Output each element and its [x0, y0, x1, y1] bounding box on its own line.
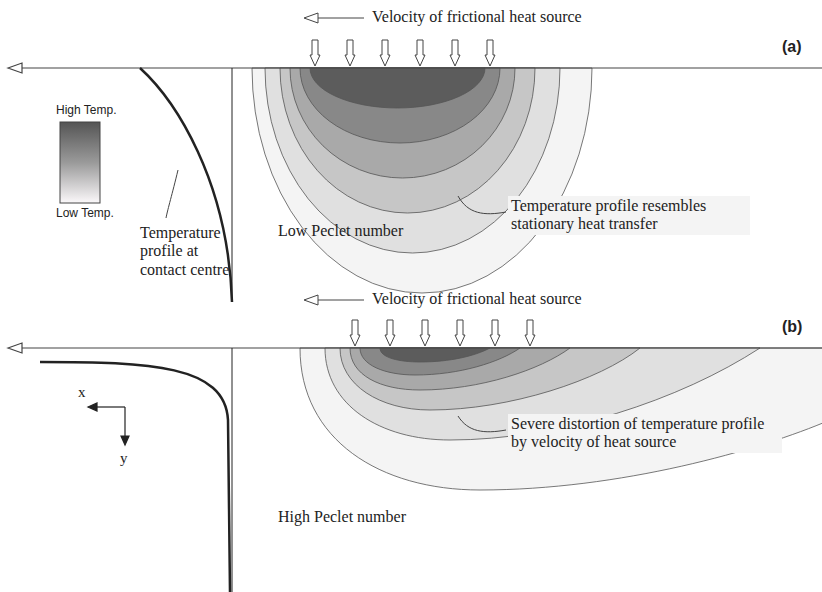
axis-label: y [120, 450, 128, 467]
legend-low: Low Temp. [56, 207, 114, 221]
panel-letter: (b) [782, 318, 802, 336]
coordinate-axes [88, 403, 129, 445]
velocity-arrows [304, 13, 364, 305]
legend-high: High Temp. [56, 104, 116, 118]
regime-label: High Peclet number [278, 508, 406, 526]
contours-high-peclet [300, 348, 822, 490]
velocity-label: Velocity of frictional heat source [372, 8, 582, 26]
axis-label: x [78, 384, 86, 401]
velocity-label: Velocity of frictional heat source [372, 290, 582, 308]
callout-note: Temperature profile resembles stationary… [508, 196, 750, 235]
regime-label: Low Peclet number [278, 222, 403, 240]
temperature-profiles [40, 68, 232, 592]
panel-letter: (a) [782, 38, 802, 56]
temperature-scale [60, 122, 100, 203]
callout-note: Severe distortion of temperature profile… [508, 414, 782, 453]
surface-lines [8, 63, 822, 353]
profile-note: Temperature profile at contact centre [140, 224, 232, 279]
contours-low-peclet [252, 68, 592, 293]
